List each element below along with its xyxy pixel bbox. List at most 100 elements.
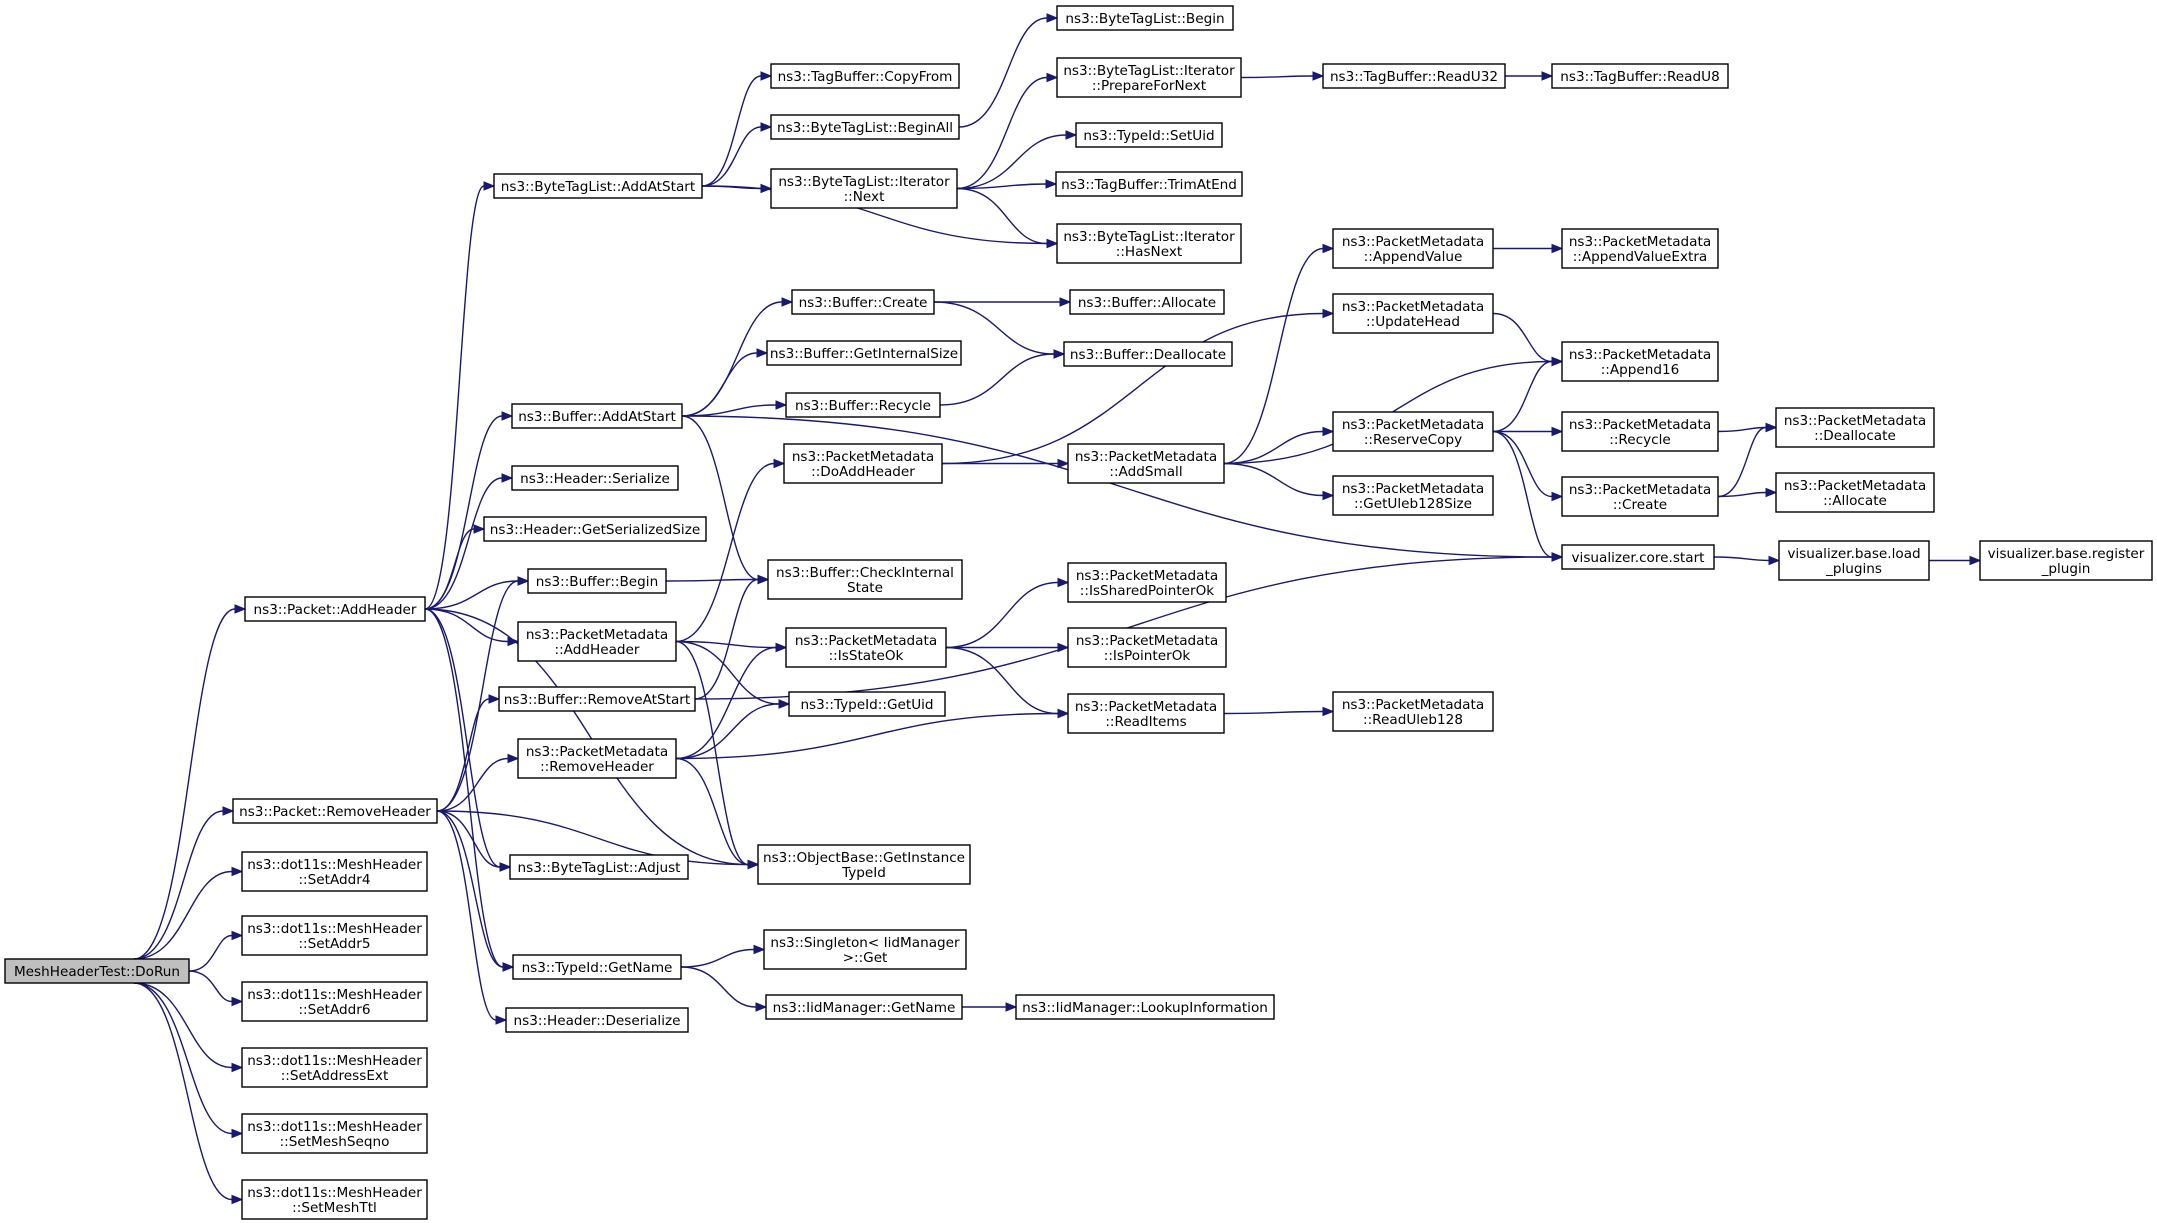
node-box: [1056, 223, 1242, 264]
node-ns3-packetmetadata-append16[interactable]: ns3::PacketMetadata::Append16: [1561, 341, 1719, 382]
node-label: ns3::Packet::RemoveHeader: [239, 804, 431, 820]
node-ns3-buffer-create[interactable]: ns3::Buffer::Create: [791, 289, 935, 315]
node-box: [241, 1047, 428, 1088]
node-ns3-header-serialize[interactable]: ns3::Header::Serialize: [511, 465, 679, 491]
node-box: [241, 851, 428, 892]
node-ns3-packetmetadata-issharedpointerok[interactable]: ns3::PacketMetadata::IsSharedPointerOk: [1067, 562, 1227, 603]
node-label: ns3::ByteTagList::Begin: [1065, 11, 1224, 27]
node-label: ::Deallocate: [1814, 428, 1896, 444]
node-box: [1322, 63, 1506, 89]
node-ns3-packetmetadata-allocate[interactable]: ns3::PacketMetadata::Allocate: [1775, 472, 1935, 513]
node-ns3-packetmetadata-getuleb128size[interactable]: ns3::PacketMetadata::GetUleb128Size: [1332, 475, 1494, 516]
node-ns3-dot11s-meshheader-setaddr5[interactable]: ns3::dot11s::MeshHeader::SetAddr5: [241, 915, 428, 956]
node-ns3-packetmetadata-reservecopy[interactable]: ns3::PacketMetadata::ReserveCopy: [1332, 411, 1494, 452]
node-label: ::UpdateHead: [1366, 314, 1460, 330]
node-ns3-packetmetadata-doaddheader[interactable]: ns3::PacketMetadata::DoAddHeader: [783, 443, 943, 484]
node-label: ns3::PacketMetadata: [1342, 697, 1484, 713]
node-ns3-bytetaglist-begin[interactable]: ns3::ByteTagList::Begin: [1056, 5, 1234, 31]
node-ns3-buffer-getinternalsize[interactable]: ns3::Buffer::GetInternalSize: [766, 340, 962, 366]
node-ns3-bytetaglist-adjust[interactable]: ns3::ByteTagList::Adjust: [509, 854, 689, 880]
node-ns3-buffer-begin[interactable]: ns3::Buffer::Begin: [527, 568, 667, 594]
edge-n47-n54: [1492, 312, 1553, 363]
edge-arrowhead: [1551, 243, 1564, 254]
node-box: [1055, 171, 1243, 197]
node-ns3-bytetaglist-beginall[interactable]: ns3::ByteTagList::BeginAll: [770, 114, 960, 140]
edge-arrowhead: [1322, 243, 1335, 254]
node-label: ::DoAddHeader: [811, 464, 915, 480]
node-ns3-packetmetadata-isstateok[interactable]: ns3::PacketMetadata::IsStateOk: [785, 627, 947, 668]
node-label: ns3::PacketMetadata: [1784, 413, 1926, 429]
node-ns3-iidmanager-lookupinformation[interactable]: ns3::IidManager::LookupInformation: [1015, 994, 1275, 1020]
node-ns3-buffer-allocate[interactable]: ns3::Buffer::Allocate: [1069, 289, 1225, 315]
edge-n40-n46: [1223, 247, 1324, 465]
node-ns3-packet-addheader[interactable]: ns3::Packet::AddHeader: [244, 596, 426, 622]
edge-n26-n47: [941, 312, 1324, 465]
edge-arrowhead: [231, 930, 244, 941]
edge-n0-n8: [133, 982, 233, 1201]
node-meshheadertest-dorun[interactable]: MeshHeaderTest::DoRun: [4, 958, 190, 984]
node-ns3-buffer-recycle[interactable]: ns3::Buffer::Recycle: [785, 392, 941, 418]
node-ns3-packetmetadata-removeheader[interactable]: ns3::PacketMetadata::RemoveHeader: [517, 738, 677, 779]
node-ns3-buffer-removeatstart[interactable]: ns3::Buffer::RemoveAtStart: [498, 686, 696, 712]
edge-arrowhead: [1057, 642, 1070, 653]
node-ns3-packetmetadata-readuleb128[interactable]: ns3::PacketMetadata::ReadUleb128: [1332, 691, 1494, 732]
node-box: [1063, 341, 1233, 367]
node-ns3-tagbuffer-copyfrom[interactable]: ns3::TagBuffer::CopyFrom: [770, 63, 960, 89]
node-ns3-header-getserializedsize[interactable]: ns3::Header::GetSerializedSize: [483, 516, 707, 542]
node-ns3-dot11s-meshheader-setmeshseqno[interactable]: ns3::dot11s::MeshHeader::SetMeshSeqno: [241, 1113, 428, 1154]
node-ns3-iidmanager-getname[interactable]: ns3::IidManager::GetName: [765, 994, 963, 1020]
edge-arrowhead: [775, 642, 788, 653]
edge-arrowhead: [231, 1194, 244, 1205]
edge-n10-n24: [681, 352, 758, 417]
node-ns3-dot11s-meshheader-setaddr6[interactable]: ns3::dot11s::MeshHeader::SetAddr6: [241, 981, 428, 1022]
node-label: ::PrepareForNext: [1092, 78, 1206, 94]
node-ns3-packet-removeheader[interactable]: ns3::Packet::RemoveHeader: [232, 798, 438, 824]
node-ns3-packetmetadata-recycle[interactable]: ns3::PacketMetadata::Recycle: [1561, 411, 1719, 452]
node-ns3-packetmetadata-addsmall[interactable]: ns3::PacketMetadata::AddSmall: [1067, 443, 1225, 484]
node-ns3-tagbuffer-trimatend[interactable]: ns3::TagBuffer::TrimAtEnd: [1055, 171, 1243, 197]
node-ns3-dot11s-meshheader-setaddressext[interactable]: ns3::dot11s::MeshHeader::SetAddressExt: [241, 1047, 428, 1088]
node-ns3-bytetaglist-iterator-preparefornext[interactable]: ns3::ByteTagList::Iterator::PrepareForNe…: [1056, 57, 1242, 98]
node-ns3-packetmetadata-readitems[interactable]: ns3::PacketMetadata::ReadItems: [1067, 693, 1225, 734]
node-label: ns3::PacketMetadata: [1075, 449, 1217, 465]
edge-arrowhead: [234, 604, 247, 614]
edge-n23-n39: [933, 301, 1055, 355]
node-label: ns3::ByteTagList::BeginAll: [777, 120, 953, 136]
node-ns3-packetmetadata-addheader[interactable]: ns3::PacketMetadata::AddHeader: [517, 621, 677, 662]
node-ns3-packetmetadata-appendvalueextra[interactable]: ns3::PacketMetadata::AppendValueExtra: [1561, 228, 1719, 269]
node-ns3-buffer-deallocate[interactable]: ns3::Buffer::Deallocate: [1063, 341, 1233, 367]
node-ns3-typeid-setuid[interactable]: ns3::TypeId::SetUid: [1075, 122, 1223, 148]
edge-arrowhead: [1551, 356, 1564, 367]
node-ns3-bytetaglist-iterator-hasnext[interactable]: ns3::ByteTagList::Iterator::HasNext: [1056, 223, 1242, 264]
edge-arrowhead: [757, 574, 770, 585]
edge-n1-n9: [424, 185, 485, 610]
node-visualizer-base-load-plugins[interactable]: visualizer.base.load_plugins: [1778, 540, 1930, 581]
edge-arrowhead: [781, 297, 794, 307]
node-ns3-buffer-addatstart[interactable]: ns3::Buffer::AddAtStart: [511, 403, 683, 429]
node-ns3-packetmetadata-ispointerok[interactable]: ns3::PacketMetadata::IsPointerOk: [1067, 627, 1227, 668]
node-box: [505, 1007, 689, 1033]
node-ns3-packetmetadata-deallocate[interactable]: ns3::PacketMetadata::Deallocate: [1775, 407, 1935, 448]
node-ns3-packetmetadata-updatehead[interactable]: ns3::PacketMetadata::UpdateHead: [1332, 293, 1494, 334]
node-ns3-tagbuffer-readu8[interactable]: ns3::TagBuffer::ReadU8: [1551, 63, 1729, 89]
node-ns3-tagbuffer-readu32[interactable]: ns3::TagBuffer::ReadU32: [1322, 63, 1506, 89]
node-ns3-bytetaglist-addatstart[interactable]: ns3::ByteTagList::AddAtStart: [493, 173, 703, 199]
node-visualizer-core-start[interactable]: visualizer.core.start: [1561, 544, 1715, 570]
node-ns3-packetmetadata-appendvalue[interactable]: ns3::PacketMetadata::AppendValue: [1332, 228, 1494, 269]
node-ns3-bytetaglist-iterator-next[interactable]: ns3::ByteTagList::Iterator::Next: [770, 168, 958, 209]
node-visualizer-base-register-plugin[interactable]: visualizer.base.register_plugin: [1979, 540, 2153, 581]
node-ns3-dot11s-meshheader-setmeshttl[interactable]: ns3::dot11s::MeshHeader::SetMeshTtl: [241, 1179, 428, 1220]
node-box: [785, 392, 941, 418]
node-ns3-typeid-getname[interactable]: ns3::TypeId::GetName: [512, 954, 682, 980]
node-ns3-header-deserialize[interactable]: ns3::Header::Deserialize: [505, 1007, 689, 1033]
edge-arrowhead: [488, 694, 501, 704]
node-ns3-typeid-getuid[interactable]: ns3::TypeId::GetUid: [788, 691, 946, 717]
node-label: ns3::TypeId::SetUid: [1083, 128, 1214, 144]
node-ns3-packetmetadata-create[interactable]: ns3::PacketMetadata::Create: [1561, 476, 1719, 517]
node-label: ns3::dot11s::MeshHeader: [247, 1119, 422, 1135]
node-ns3-dot11s-meshheader-setaddr4[interactable]: ns3::dot11s::MeshHeader::SetAddr4: [241, 851, 428, 892]
node-ns3-singleton-iidmanager-get[interactable]: ns3::Singleton< IidManager >::Get: [763, 929, 967, 970]
node-box: [241, 1113, 428, 1154]
